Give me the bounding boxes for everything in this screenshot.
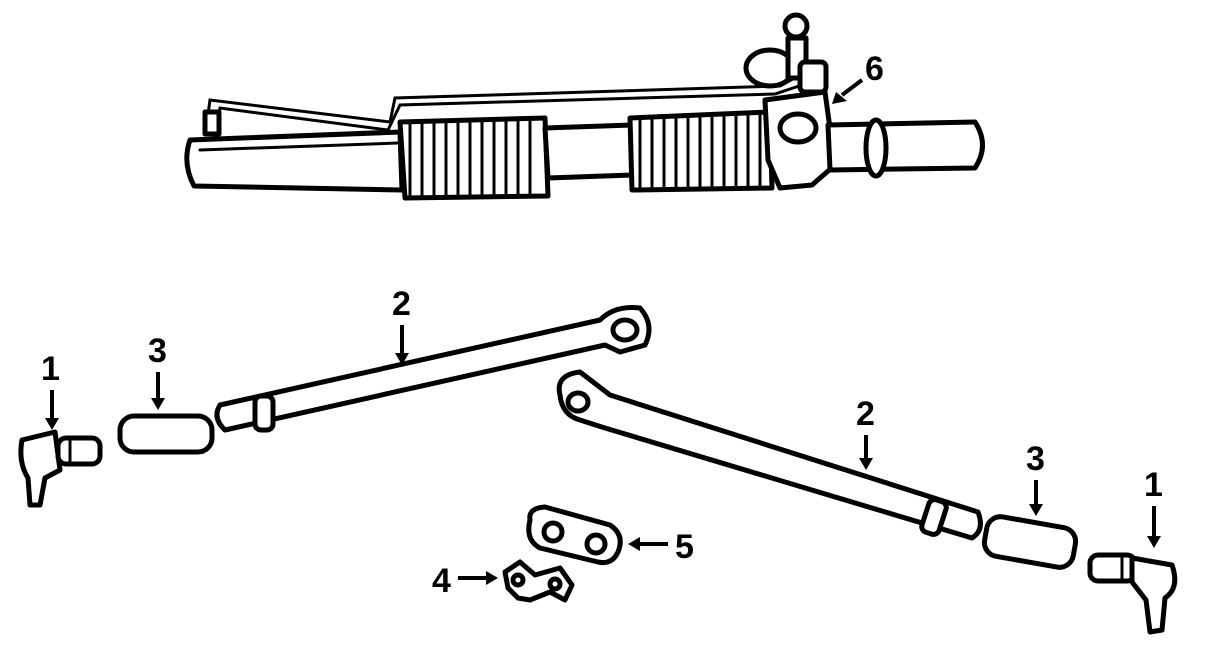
callout-4: 4: [432, 562, 451, 600]
left-boot-ribs: [408, 116, 532, 199]
right-boot-ribs: [638, 111, 762, 191]
inner-tie-rod-right: [556, 369, 983, 541]
rack-pinion-assembly: [184, 12, 985, 201]
callout-1-left: 1: [41, 350, 60, 388]
bracket-small: [502, 559, 575, 603]
callout-1-right: 1: [1144, 466, 1163, 504]
inner-tie-rod-left: [214, 305, 652, 433]
callout-arrows: [45, 78, 1161, 585]
callout-3-right: 3: [1026, 440, 1045, 478]
callout-5: 5: [675, 528, 694, 566]
boot-right: [981, 514, 1079, 570]
boot-left: [117, 413, 215, 455]
tie-rod-end-right: [1087, 552, 1178, 635]
callout-2-left: 2: [392, 285, 411, 323]
callout-3-left: 3: [148, 332, 167, 370]
callout-6: 6: [865, 50, 884, 88]
callout-2-right: 2: [856, 395, 875, 433]
tie-rod-end-left: [18, 429, 103, 508]
bracket-plate: [526, 504, 623, 565]
